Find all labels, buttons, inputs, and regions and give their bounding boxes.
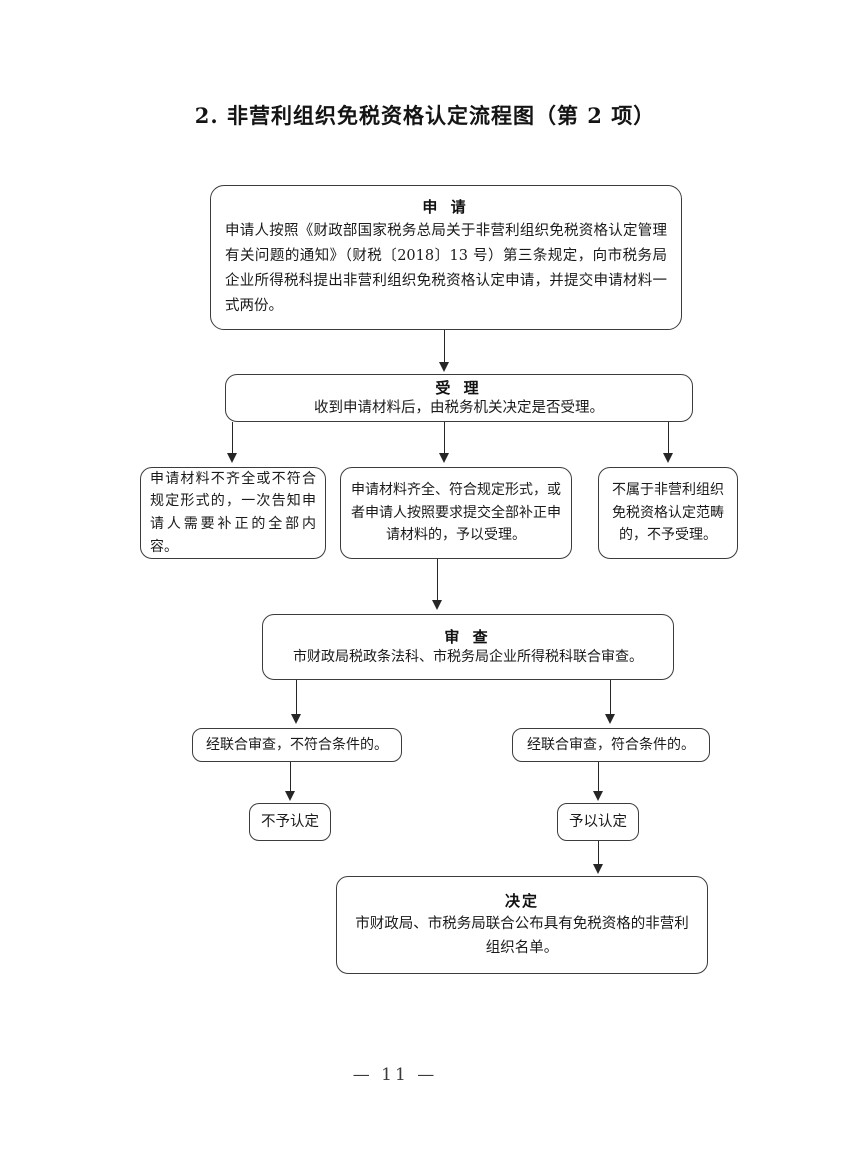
flow-node-fail-condition-text: 经联合审查，不符合条件的。 xyxy=(206,736,388,753)
flow-node-denied: 不予认定 xyxy=(249,803,331,841)
flow-node-review-text: 市财政局税政条法科、市税务局企业所得税科联合审查。 xyxy=(293,649,643,665)
flow-node-review: 审 查 市财政局税政条法科、市税务局企业所得税科联合审查。 xyxy=(262,614,674,680)
page-title: 2. 非营利组织免税资格认定流程图（第 2 项） xyxy=(194,103,656,128)
arrowhead-icon xyxy=(432,600,442,610)
flow-node-apply-heading: 申 请 xyxy=(422,198,470,217)
flow-node-review-heading: 审 查 xyxy=(444,628,492,646)
flow-node-accept-text: 收到申请材料后，由税务机关决定是否受理。 xyxy=(314,400,604,416)
flow-node-pass-condition: 经联合审查，符合条件的。 xyxy=(512,728,710,762)
flow-node-denied-text: 不予认定 xyxy=(261,813,319,830)
flow-node-incomplete-materials-text: 申请材料不齐全或不符合规定形式的，一次告知申请人需要补正的全部内容。 xyxy=(150,470,316,555)
arrowhead-icon xyxy=(439,362,449,372)
flow-node-granted-text: 予以认定 xyxy=(569,813,627,830)
arrowhead-icon xyxy=(291,714,301,724)
flow-node-complete-materials-text: 申请材料齐全、符合规定形式，或者申请人按照要求提交全部补正申请材料的，予以受理。 xyxy=(351,481,561,544)
flow-node-out-of-scope-text: 不属于非营利组织免税资格认定范畴的，不予受理。 xyxy=(612,481,724,544)
flow-node-decision-text: 市财政局、市税务局联合公布具有免税资格的非营利组织名单。 xyxy=(355,915,689,956)
flow-node-incomplete-materials: 申请材料不齐全或不符合规定形式的，一次告知申请人需要补正的全部内容。 xyxy=(140,467,326,559)
flow-node-granted: 予以认定 xyxy=(557,803,639,841)
flow-node-fail-condition: 经联合审查，不符合条件的。 xyxy=(192,728,402,762)
arrowhead-icon xyxy=(227,453,237,463)
flow-node-apply: 申 请 申请人按照《财政部国家税务总局关于非营利组织免税资格认定管理有关问题的通… xyxy=(210,185,682,330)
flow-node-pass-condition-text: 经联合审查，符合条件的。 xyxy=(527,736,695,753)
arrowhead-icon xyxy=(593,791,603,801)
page-number: — 11 — xyxy=(352,1065,438,1085)
flow-node-apply-text: 申请人按照《财政部国家税务总局关于非营利组织免税资格认定管理有关问题的通知》（财… xyxy=(225,223,667,314)
flow-node-out-of-scope: 不属于非营利组织免税资格认定范畴的，不予受理。 xyxy=(598,467,738,559)
flow-node-accept: 受 理 收到申请材料后，由税务机关决定是否受理。 xyxy=(225,374,693,422)
flow-node-accept-heading: 受 理 xyxy=(435,379,483,397)
arrowhead-icon xyxy=(605,714,615,724)
flow-node-decision: 决定 市财政局、市税务局联合公布具有免税资格的非营利组织名单。 xyxy=(336,876,708,974)
flow-node-complete-materials: 申请材料齐全、符合规定形式，或者申请人按照要求提交全部补正申请材料的，予以受理。 xyxy=(340,467,572,559)
arrowhead-icon xyxy=(593,864,603,874)
arrowhead-icon xyxy=(663,453,673,463)
flow-node-decision-heading: 决定 xyxy=(504,891,539,910)
arrowhead-icon xyxy=(439,453,449,463)
arrowhead-icon xyxy=(285,791,295,801)
